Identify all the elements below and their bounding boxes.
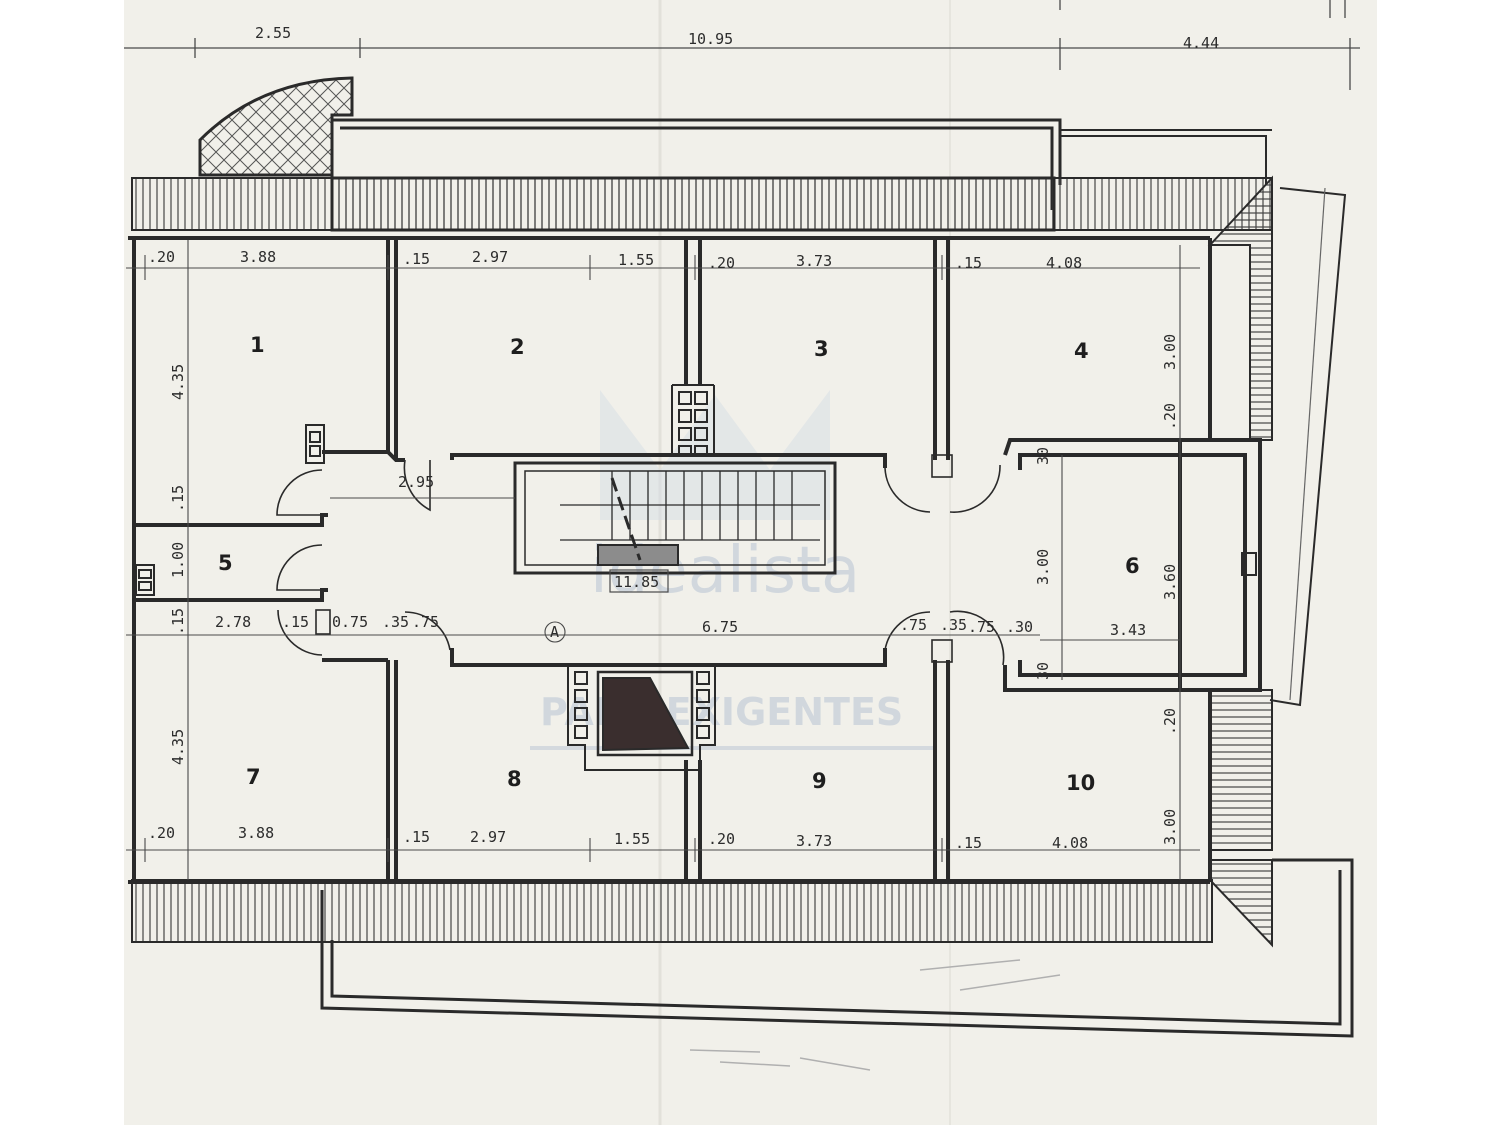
room6-dims: 30 3.00 3.43 30 xyxy=(1034,447,1146,680)
svg-text:.15: .15 xyxy=(169,608,187,635)
svg-text:0.75: 0.75 xyxy=(332,613,368,631)
vertical-dims-right: 3.00 .20 3.60 .20 3.00 xyxy=(1161,334,1179,845)
lower-row-dims: .20 3.88 .15 2.97 1.55 .20 3.73 .15 4.08 xyxy=(148,824,1088,852)
svg-text:4.35: 4.35 xyxy=(169,364,187,400)
svg-text:.20: .20 xyxy=(708,254,735,272)
room-8-label: 8 xyxy=(507,767,522,791)
room-6-label: 6 xyxy=(1125,554,1140,578)
room-7-label: 7 xyxy=(246,765,261,789)
svg-text:.20: .20 xyxy=(708,830,735,848)
svg-text:2.95: 2.95 xyxy=(398,473,434,491)
svg-text:6.75: 6.75 xyxy=(702,618,738,636)
svg-text:30: 30 xyxy=(1034,662,1052,680)
pencil-marks xyxy=(689,959,1061,1071)
svg-text:2.78: 2.78 xyxy=(215,613,251,631)
svg-text:A: A xyxy=(550,623,559,641)
svg-text:1.00: 1.00 xyxy=(169,542,187,578)
bottom-wall xyxy=(131,879,1213,943)
svg-text:3.73: 3.73 xyxy=(796,252,832,270)
svg-text:.75: .75 xyxy=(900,616,927,634)
svg-text:11.85: 11.85 xyxy=(614,573,659,591)
svg-text:2.97: 2.97 xyxy=(470,828,506,846)
svg-text:30: 30 xyxy=(1034,447,1052,465)
svg-text:.20: .20 xyxy=(148,248,175,266)
svg-text:3.00: 3.00 xyxy=(1034,549,1052,585)
room-labels: 1 2 3 4 5 6 7 8 9 10 xyxy=(218,333,1140,795)
svg-text:10.95: 10.95 xyxy=(688,30,733,48)
svg-text:3.73: 3.73 xyxy=(796,832,832,850)
svg-text:1.55: 1.55 xyxy=(614,830,650,848)
upper-row-dims: .20 3.88 .15 2.97 1.55 .20 3.73 .15 4.08 xyxy=(148,248,1082,272)
room-9-label: 9 xyxy=(812,769,827,793)
bottom-terrace xyxy=(320,858,1354,1038)
svg-text:.35: .35 xyxy=(940,616,967,634)
room-10-label: 10 xyxy=(1066,771,1095,795)
svg-text:3.88: 3.88 xyxy=(240,248,276,266)
middle-row-dims: 2.78 .15 0.75 .35 .75 .75 .35 .75 .30 xyxy=(215,613,1033,636)
svg-text:.15: .15 xyxy=(955,254,982,272)
room-1-label: 1 xyxy=(250,333,265,357)
svg-text:.20: .20 xyxy=(1161,708,1179,735)
svg-text:.15: .15 xyxy=(955,834,982,852)
room-3-label: 3 xyxy=(814,337,829,361)
svg-text:PARA EXIGENTES: PARA EXIGENTES xyxy=(540,690,903,734)
right-wall xyxy=(1207,175,1273,441)
vertical-dims-left: 4.35 .15 1.00 .15 4.35 xyxy=(169,364,187,765)
svg-text:4.35: 4.35 xyxy=(169,729,187,765)
svg-text:.20: .20 xyxy=(1161,403,1179,430)
svg-text:.15: .15 xyxy=(282,613,309,631)
svg-text:.35: .35 xyxy=(382,613,409,631)
top-dimension-line xyxy=(124,0,1360,90)
svg-text:.75: .75 xyxy=(412,613,439,631)
svg-text:.15: .15 xyxy=(403,250,430,268)
svg-text:.15: .15 xyxy=(169,485,187,512)
top-dimension-labels: 2.55 10.95 4.44 xyxy=(255,24,1219,52)
svg-text:.75: .75 xyxy=(968,618,995,636)
svg-text:1.55: 1.55 xyxy=(618,251,654,269)
svg-text:.30: .30 xyxy=(1006,618,1033,636)
shafts xyxy=(135,384,1257,771)
svg-text:2.55: 2.55 xyxy=(255,24,291,42)
svg-text:3.60: 3.60 xyxy=(1161,564,1179,600)
svg-text:4.08: 4.08 xyxy=(1046,254,1082,272)
svg-text:4.44: 4.44 xyxy=(1183,34,1219,52)
svg-text:4.08: 4.08 xyxy=(1052,834,1088,852)
room-2-label: 2 xyxy=(510,335,525,359)
room-4-label: 4 xyxy=(1074,339,1089,363)
balcony-top-left xyxy=(198,76,354,177)
svg-text:3.00: 3.00 xyxy=(1161,334,1179,370)
svg-text:3.88: 3.88 xyxy=(238,824,274,842)
svg-text:.20: .20 xyxy=(148,824,175,842)
corridor-dims: 2.95 11.85 6.75 A xyxy=(398,473,738,641)
room-5-label: 5 xyxy=(218,551,233,575)
svg-text:.15: .15 xyxy=(403,828,430,846)
svg-text:3.00: 3.00 xyxy=(1161,809,1179,845)
svg-text:3.43: 3.43 xyxy=(1110,621,1146,639)
doors xyxy=(276,454,1005,666)
dimension-lines xyxy=(126,240,1200,880)
stairwell xyxy=(513,461,837,575)
svg-text:2.97: 2.97 xyxy=(472,248,508,266)
